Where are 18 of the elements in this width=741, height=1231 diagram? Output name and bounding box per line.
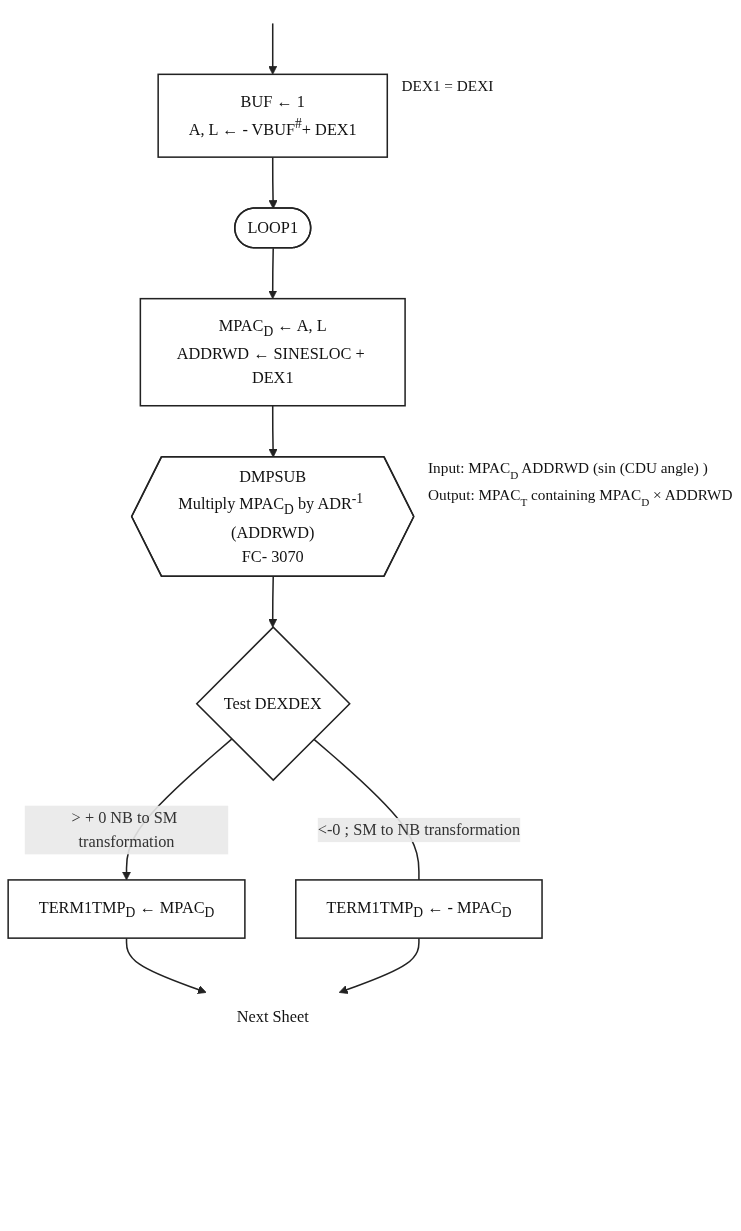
arrow bbox=[268, 247, 278, 300]
edge-label: <-0 ; SM to NB transformation bbox=[317, 820, 521, 839]
node-box: TERM1TMP$_{D}$ ← MPAC$_{D}$ bbox=[7, 879, 246, 939]
arrow bbox=[268, 156, 278, 209]
node-box: BUF ← 1 A, L ← - VBUF$^{#}$+ DEX1 bbox=[157, 73, 389, 158]
side-note: Output: MPAC$_{T}$ containing MPAC$_{D}$ × ADDRWD bbox=[428, 486, 733, 509]
side-note: Input: MPAC$_{D}$ ADDRWD (sin (CDU angle) ) bbox=[428, 458, 708, 481]
node-box: MPAC$_{D}$ ← A, L ADDRWD ← SINESLOC + DEX1 bbox=[139, 297, 406, 407]
side-note: DEX1 = DEXI bbox=[401, 76, 494, 94]
arrow bbox=[338, 937, 420, 994]
arrow bbox=[268, 576, 278, 628]
arrow bbox=[125, 937, 207, 994]
node-text: Next Sheet bbox=[236, 1007, 309, 1025]
arrow bbox=[268, 22, 278, 75]
edge-label: > + 0 NB to SM transformation bbox=[71, 808, 178, 851]
node-box: TERM1TMP$_{D}$ ← - MPAC$_{D}$ bbox=[295, 879, 543, 939]
node-diamond: Test DEXDEX bbox=[195, 626, 351, 782]
arrow bbox=[268, 405, 278, 458]
